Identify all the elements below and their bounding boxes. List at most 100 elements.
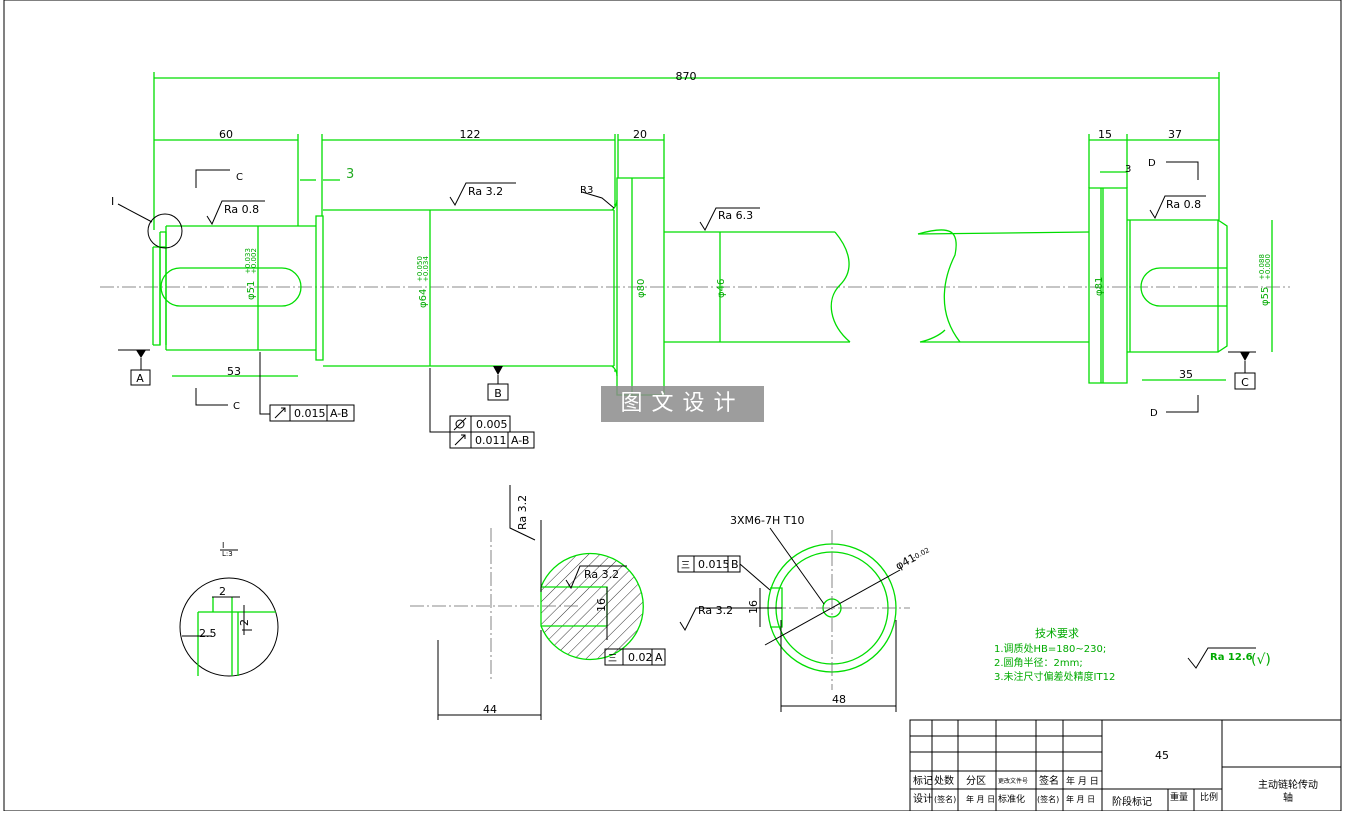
detail-dim-b: 2 (238, 619, 251, 626)
dim-overall: 870 (676, 70, 697, 83)
tb-r3: 年 月 日 (966, 794, 995, 804)
tb-stage: 阶段标记 (1112, 795, 1152, 808)
dim-dia-left: φ51 (246, 281, 257, 300)
tb-h4: 更改文件号 (998, 777, 1028, 785)
section-d-bottom: D (1150, 408, 1158, 419)
cyl-value: 0.005 (476, 418, 508, 431)
tb-h1: 标记 (913, 775, 933, 787)
sec-c-roughness: Ra 3.2 (584, 568, 619, 581)
detail-view-scale: L:3 (222, 550, 233, 558)
shaft-outline (152, 177, 1228, 396)
sec-d-width: 48 (832, 693, 846, 706)
datum-b: B (487, 366, 509, 401)
sym-c-value: 0.02 (628, 651, 653, 664)
tolerance-runout-left: 0.015 A-B (259, 352, 355, 422)
tb-r5: (签名) (1037, 794, 1059, 804)
dim-dia-shaft: φ46 (716, 279, 727, 298)
dim-dia-right-collar: φ81 (1094, 277, 1105, 296)
roughness-left: Ra 0.8 (224, 203, 259, 216)
title-name-2: 轴 (1283, 791, 1293, 804)
dim-groove-right: 3 (1125, 164, 1131, 175)
datum-b-label: B (494, 387, 502, 400)
sec-c-width: 44 (483, 703, 497, 716)
dim-dia-mid-tol-bot: +0.034 (422, 256, 430, 282)
detail-circle (147, 213, 183, 249)
section-c-view: 44 16 Ra 3.2 Ra 3.2 三 0.02 A (410, 485, 666, 720)
dim-dia-left-tol-bot: +0.002 (250, 248, 258, 274)
detail-dim-c: 2.5 (199, 627, 217, 640)
dim-right-length: 37 (1168, 128, 1182, 141)
section-d-top: D (1148, 158, 1156, 169)
sym-d-value: 0.015 (698, 558, 730, 571)
section-d-marks: D D (1148, 158, 1199, 419)
dim-right-collar: 15 (1098, 128, 1112, 141)
sec-d-dia-tol: -0.02 (911, 546, 931, 562)
dim-dia-right-tol-bot: +0.000 (1264, 254, 1272, 280)
dim-dia-right-tol-top: +0.088 (1258, 254, 1266, 280)
dim-dia-collar: φ80 (636, 279, 647, 298)
roughness-marks: Ra 0.8 Ra 3.2 Ra 6.3 Ra 0.8 Ra 12.6 (√) (206, 182, 1271, 669)
sec-d-roughness: Ra 3.2 (698, 604, 733, 617)
dimension-lines (153, 72, 1273, 395)
dim-dia-right: φ55 (1260, 287, 1271, 306)
tb-r4: 标准化 (998, 793, 1025, 805)
roughness-right: Ra 0.8 (1166, 198, 1201, 211)
dim-groove: 3 (346, 167, 354, 182)
sec-d-key: 16 (747, 600, 760, 614)
tb-h3: 分区 (966, 775, 986, 787)
dim-key-left: 53 (227, 365, 241, 378)
runout-mid-value: 0.011 (475, 434, 507, 447)
datum-c-label: C (1241, 376, 1249, 389)
tb-r1: 设计 (913, 792, 933, 805)
roughness-shaft: Ra 6.3 (718, 209, 753, 222)
tolerance-mid: 0.005 0.011 A-B (429, 368, 535, 449)
detail-view: I L:3 2 2 2.5 (179, 541, 279, 677)
roughness-default: Ra 12.6 (1210, 652, 1253, 663)
watermark-box (601, 386, 764, 422)
tech-line-2: 2.圆角半径：2mm; (994, 656, 1083, 669)
roughness-check: (√) (1251, 652, 1271, 668)
tech-line-3: 3.未注尺寸偏差处精度IT12 (994, 670, 1115, 683)
section-d-view: 48 16 φ41 -0.02 3XM6-7H T10 三 0.015 B Ra… (677, 514, 931, 712)
svg-text:三: 三 (681, 561, 690, 571)
watermark-text: 图文设计 (620, 391, 745, 416)
dim-dia-left-tol-top: +0.033 (244, 248, 252, 274)
sym-c-ref: A (655, 651, 663, 664)
detail-dim-a: 2 (219, 585, 226, 598)
tb-weight: 重量 (1170, 791, 1188, 803)
tb-h5: 签名 (1039, 774, 1059, 787)
datum-a: A (118, 349, 151, 386)
tb-r2: (签名) (934, 794, 956, 804)
dim-dia-mid-tol-top: +0.050 (416, 256, 424, 282)
sym-d-ref: B (731, 558, 739, 571)
tech-requirements: 技术要求 1.调质处HB=180~230; 2.圆角半径：2mm; 3.未注尺寸… (994, 627, 1115, 683)
datum-c: C (1228, 351, 1256, 390)
tb-h2: 处数 (934, 774, 954, 787)
section-c-bottom: C (233, 401, 240, 412)
tb-r6: 年 月 日 (1066, 794, 1095, 804)
thread-label: 3XM6-7H T10 (730, 514, 804, 527)
tb-h6: 年 月 日 (1066, 775, 1099, 787)
runout-left-ref: A-B (330, 407, 348, 420)
dim-dia-mid: φ64 (418, 289, 429, 308)
title-material: 45 (1155, 749, 1169, 762)
fillet-leader (581, 191, 615, 209)
section-c-marks: C C (195, 169, 243, 412)
roughness-mid: Ra 3.2 (468, 185, 503, 198)
title-name-1: 主动链轮传动 (1258, 778, 1318, 791)
tech-line-1: 1.调质处HB=180~230; (994, 643, 1106, 655)
runout-mid-ref: A-B (511, 434, 529, 447)
dim-left-length: 60 (219, 128, 233, 141)
dimension-text: 870 60 122 20 15 37 3 3 R3 53 35 φ51 +0.… (219, 70, 1272, 381)
section-c-top: C (236, 172, 243, 183)
datum-a-label: A (136, 372, 144, 385)
svg-text:三: 三 (608, 654, 617, 664)
sec-c-roughness-top: Ra 3.2 (516, 495, 529, 530)
dim-mid-length: 122 (460, 128, 481, 141)
detail-view-label: I (222, 541, 224, 550)
fillet-label: R3 (580, 185, 593, 196)
title-block: 45 主动链轮传动 轴 标记 处数 分区 更改文件号 签名 年 月 日 设计 (… (909, 719, 1342, 812)
dim-collar-width: 20 (633, 128, 647, 141)
